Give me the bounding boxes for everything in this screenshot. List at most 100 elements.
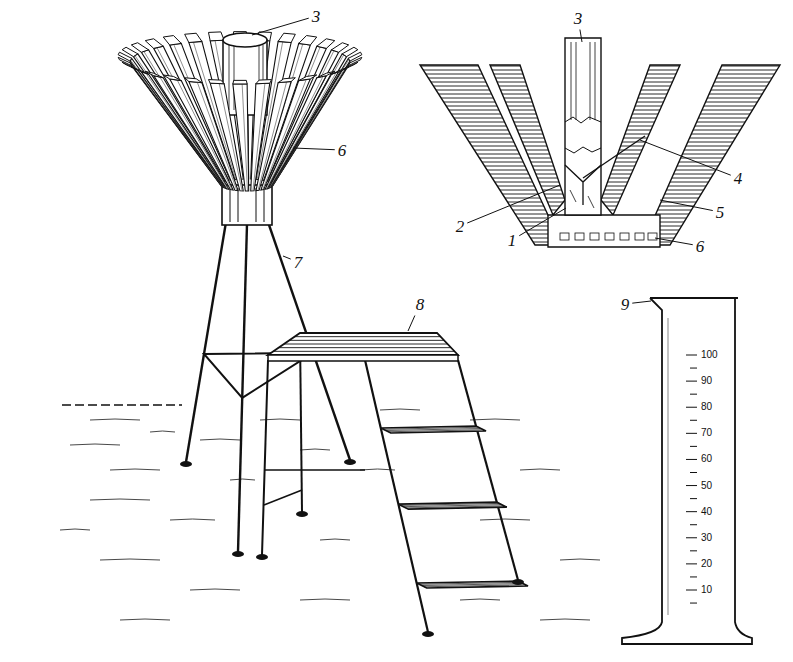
ground-stroke: [540, 619, 590, 620]
ground-stroke: [520, 469, 560, 470]
vessel-cell: [648, 233, 657, 240]
slat-tab: [122, 47, 138, 56]
slat-tab: [317, 71, 335, 77]
collector-shade: [590, 42, 591, 120]
ground-stroke: [230, 479, 255, 480]
slat-tab: [131, 67, 148, 74]
ground-stroke: [90, 499, 150, 500]
ground-stroke: [320, 539, 350, 540]
scale-tick-major: [686, 537, 697, 538]
tripod-leg: [186, 222, 226, 462]
ground-stroke: [120, 619, 170, 620]
slat-tab: [256, 80, 272, 84]
scale-tick-minor: [690, 550, 697, 551]
stool-foot: [296, 511, 308, 517]
platform-slat: [289, 340, 444, 341]
tripod-foot: [180, 461, 192, 467]
ground-stroke: [90, 419, 140, 420]
scale-number: 70: [701, 428, 712, 438]
slat-shade: [242, 84, 247, 191]
slat-tab: [145, 39, 163, 49]
slat-tab: [317, 39, 335, 49]
vessel-cell: [575, 233, 584, 240]
slat-tab: [208, 32, 224, 41]
collector-shade: [588, 196, 594, 208]
ground-stroke: [300, 449, 330, 450]
collector-break: [565, 117, 601, 153]
scale-number: 60: [701, 454, 712, 464]
stair-step: [398, 502, 506, 509]
inner-funnel: [565, 165, 601, 205]
scale-tick-minor: [690, 524, 697, 525]
stool-leg: [300, 336, 302, 512]
vessel-section: [548, 215, 660, 247]
scale-tick-major: [686, 590, 697, 591]
ground-stroke: [200, 439, 240, 440]
leader-line: [655, 238, 693, 245]
platform-slat: [273, 351, 454, 352]
step-slat: [406, 506, 504, 508]
slat-tab: [233, 80, 247, 84]
callout-number: 3: [574, 10, 583, 27]
stool-foot: [256, 554, 268, 560]
slat-tab: [185, 78, 202, 83]
collector-shade: [595, 42, 596, 120]
ground-stroke: [60, 529, 90, 530]
slat-tab: [208, 80, 224, 84]
collector-section: [565, 38, 601, 215]
slat-tab: [331, 43, 348, 53]
platform-edge: [268, 355, 458, 361]
ground-stroke: [110, 469, 160, 470]
stool-crossbar: [264, 490, 302, 505]
leader-line: [640, 140, 731, 175]
leader-line: [632, 301, 651, 303]
vessel-cell: [590, 233, 599, 240]
vessel-cell: [605, 233, 614, 240]
scale-tick-major: [686, 485, 697, 486]
slat-tab: [145, 71, 163, 77]
ground-stroke: [70, 444, 120, 445]
collector-shade: [576, 42, 577, 120]
step-slat: [388, 430, 483, 432]
stair-step: [417, 581, 528, 588]
ground-stroke: [100, 559, 160, 560]
scale-tick-major: [686, 355, 697, 356]
scale-number: 20: [701, 559, 712, 569]
ground-stroke: [460, 599, 500, 600]
scale-tick-major: [686, 381, 697, 382]
ground-stroke: [380, 409, 420, 410]
stool-platform: [268, 333, 458, 355]
scale-tick-major: [686, 511, 697, 512]
ground-stroke: [150, 431, 175, 432]
scale-number: 80: [701, 402, 712, 412]
scale-tick-minor: [690, 498, 697, 499]
vessel-cell: [620, 233, 629, 240]
vessel-shade: [256, 188, 257, 222]
stair-rail: [458, 360, 518, 580]
stair-step: [381, 426, 486, 433]
scale-tick-minor: [690, 576, 697, 577]
leader-line: [252, 18, 309, 35]
scale-tick-minor: [690, 472, 697, 473]
measuring-cylinder: [622, 298, 752, 644]
callout-number: 3: [312, 8, 321, 25]
slat-tab: [163, 75, 181, 81]
scale-tick-minor: [690, 394, 697, 395]
vessel-shade: [264, 188, 265, 222]
callout-number: 7: [294, 254, 303, 271]
callout-number: 2: [456, 218, 465, 235]
scale-tick-major: [686, 407, 697, 408]
slat-tab: [163, 36, 181, 46]
platform-slat: [284, 344, 448, 345]
shield-slat: [251, 83, 270, 191]
slat-tab: [342, 47, 358, 56]
collector-rim: [223, 33, 267, 47]
stool-leg: [262, 360, 268, 555]
ground-dashed-line: [62, 404, 182, 405]
platform-slat: [279, 347, 451, 348]
leader-line: [467, 185, 560, 223]
slat-tab: [331, 67, 348, 74]
scale-tick-major: [686, 433, 697, 434]
